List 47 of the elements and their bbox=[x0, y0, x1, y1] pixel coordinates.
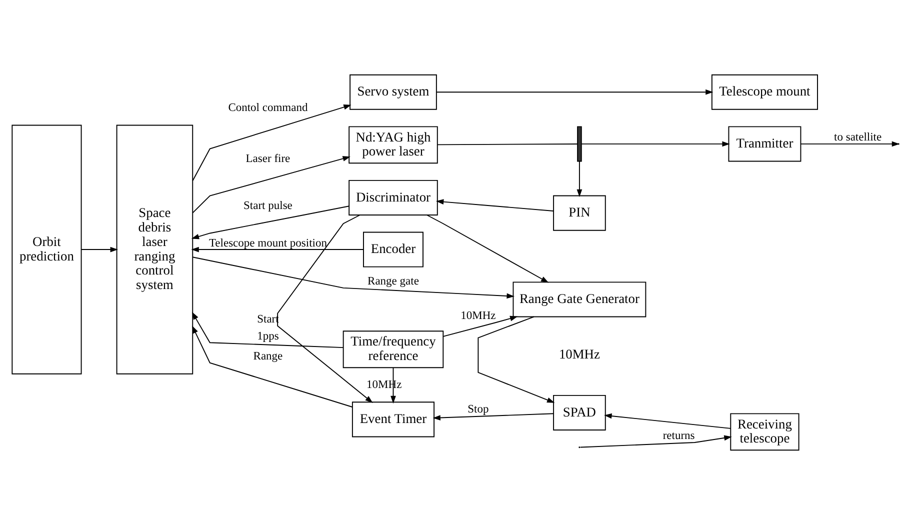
edge-label: Range gate bbox=[368, 276, 419, 288]
arrow bbox=[192, 256, 514, 299]
arrow bbox=[442, 316, 518, 337]
arrow bbox=[192, 326, 353, 408]
arrow bbox=[580, 435, 732, 448]
arrow bbox=[432, 413, 554, 420]
node-box: Space debris laser ranging control system bbox=[116, 124, 194, 374]
node-box: Servo system bbox=[350, 74, 437, 110]
arrow bbox=[581, 141, 730, 147]
node-box: PIN bbox=[553, 195, 606, 231]
arrow bbox=[192, 104, 352, 182]
node-box: Tranmitter bbox=[728, 126, 802, 162]
arrow bbox=[436, 89, 714, 95]
node-bar bbox=[577, 126, 582, 162]
arrow bbox=[81, 246, 118, 252]
edge-label: to satellite bbox=[834, 132, 882, 144]
node-box: SPAD bbox=[553, 394, 606, 430]
edge-label: Range bbox=[253, 350, 283, 363]
edge-label: 10MHz bbox=[460, 310, 496, 322]
arrow bbox=[604, 413, 732, 429]
edge-label: Start pulse bbox=[244, 200, 292, 212]
node-box: Receiving telescope bbox=[730, 413, 800, 451]
edge-label: Laser fire bbox=[246, 152, 290, 165]
arrow bbox=[192, 156, 350, 214]
arrow bbox=[191, 206, 350, 240]
node-box: Discriminator bbox=[348, 180, 438, 216]
arrow bbox=[426, 214, 549, 283]
edge-label: Contol command bbox=[228, 102, 308, 114]
arrow bbox=[277, 214, 373, 403]
node-box: Event Timer bbox=[352, 402, 435, 438]
node-box: Telescope mount bbox=[711, 74, 818, 110]
node-box: Time/frequency reference bbox=[342, 330, 444, 368]
arrow bbox=[478, 316, 555, 403]
arrow bbox=[436, 199, 554, 212]
connector bbox=[436, 143, 578, 146]
edge-label: Stop bbox=[468, 403, 489, 416]
edge-label: returns bbox=[662, 430, 695, 442]
node-box: Encoder bbox=[363, 232, 424, 268]
label: 10MHz bbox=[558, 346, 600, 362]
node-box: Nd:YAG high power laser bbox=[348, 126, 438, 164]
arrow bbox=[192, 312, 344, 348]
edge-label: Telescope mount position bbox=[208, 237, 327, 250]
edge-label: 1pps bbox=[257, 330, 279, 342]
arrow bbox=[191, 246, 364, 252]
arrow bbox=[576, 160, 582, 198]
node-box: Range Gate Generator bbox=[512, 282, 646, 318]
node-box: Orbit prediction bbox=[12, 124, 82, 374]
